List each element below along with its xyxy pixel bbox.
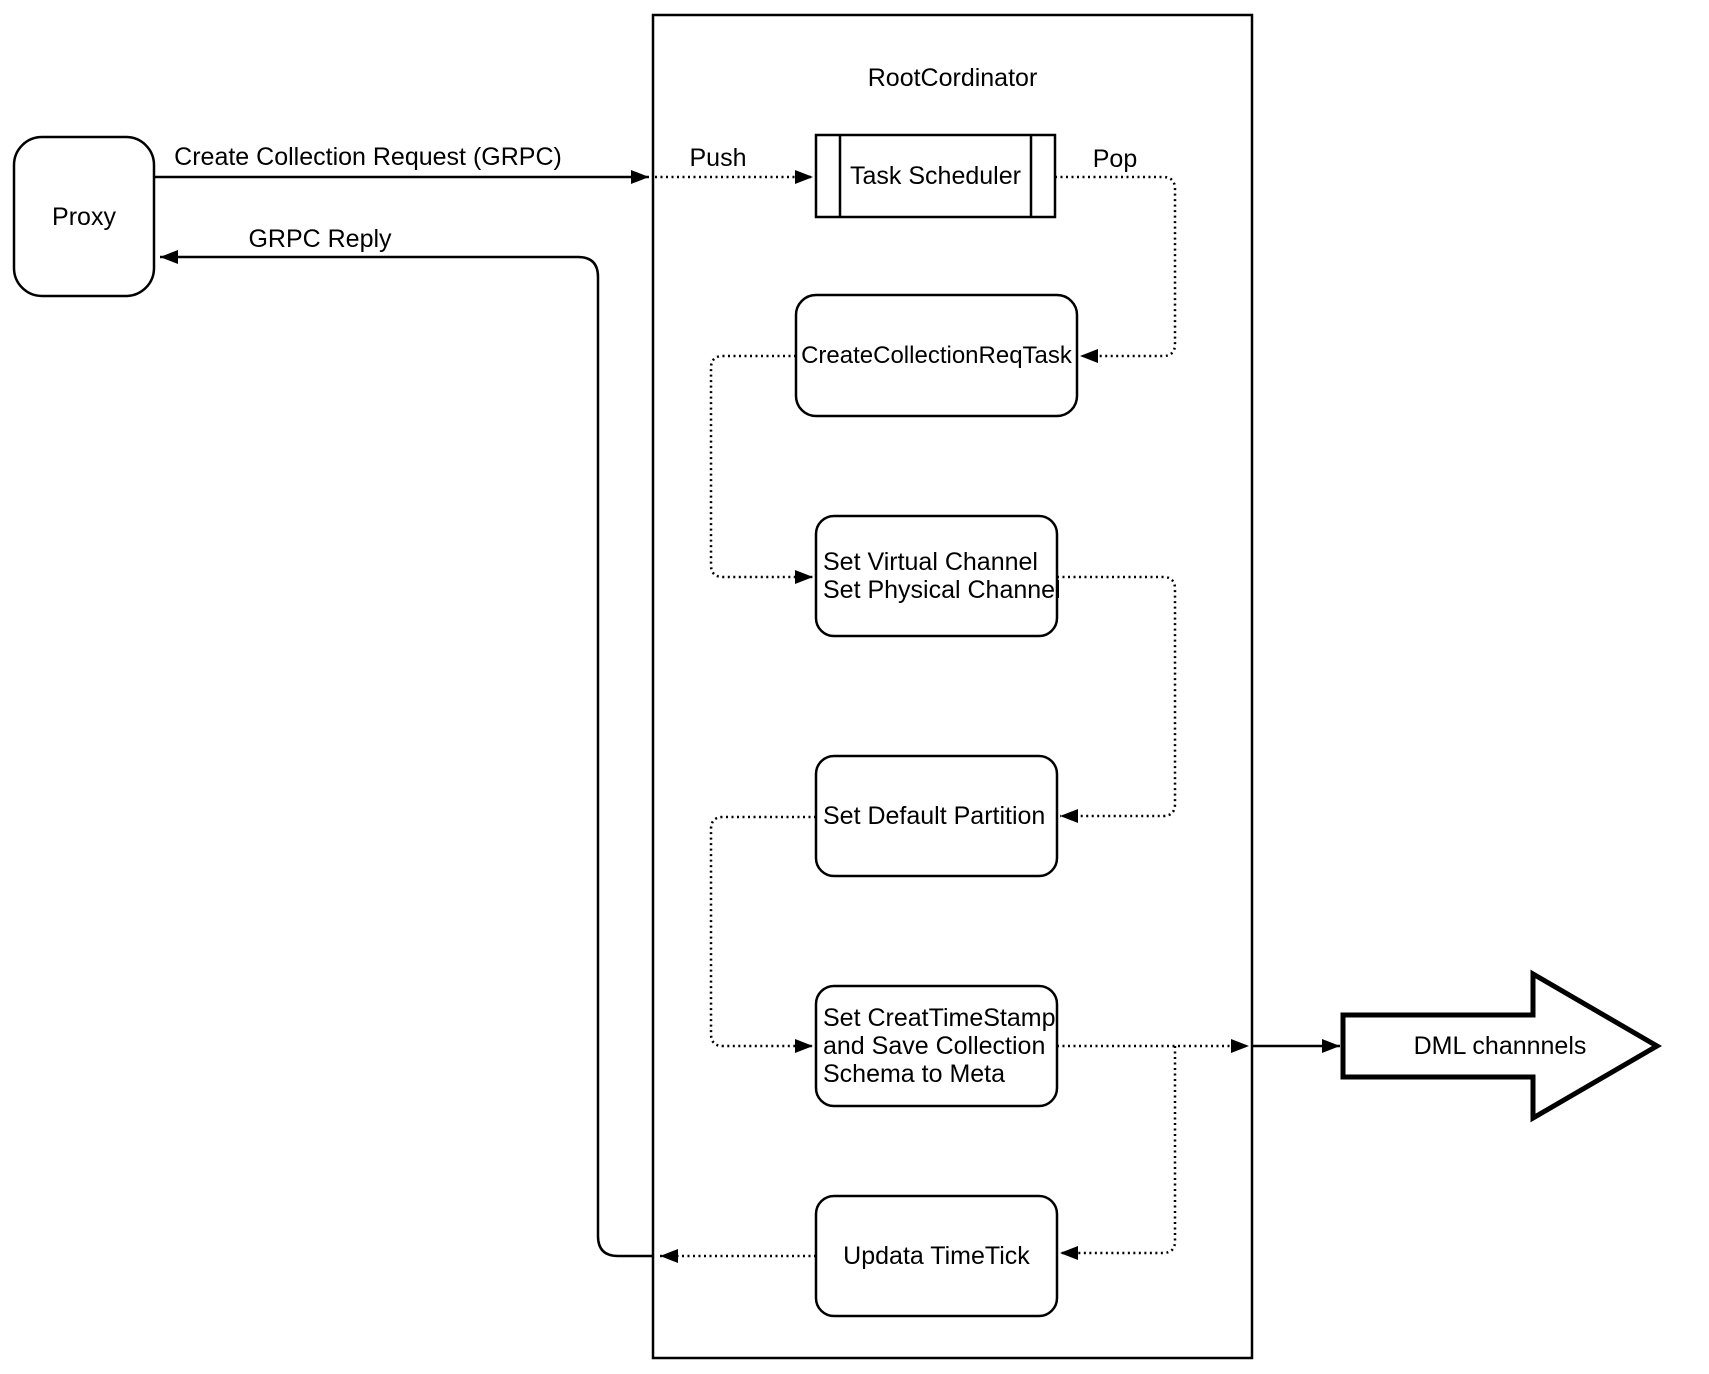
- create-collection-req-task-label: CreateCollectionReqTask: [801, 341, 1072, 369]
- setdefault-to-settimestamp-edge: [709, 815, 816, 1053]
- push-label: Push: [689, 144, 747, 172]
- proxy-label: Proxy: [52, 202, 116, 231]
- set-default-partition-label: Set Default Partition: [823, 802, 1046, 830]
- dml-channels-arrow: [1340, 969, 1662, 1123]
- grpc-reply-edge: [160, 250, 653, 1258]
- reqtask-to-setchannels-edge: [709, 354, 813, 584]
- grpc-reply-label: GRPC Reply: [248, 225, 392, 253]
- pop-label: Pop: [1092, 145, 1138, 173]
- setchannels-to-setdefault-edge: [1057, 575, 1177, 823]
- set-creat-timestamp-line-3: Schema to Meta: [823, 1060, 1006, 1088]
- proxy-box: [12, 135, 156, 298]
- settimestamp-to-updatetimetick-edge: [1060, 1046, 1177, 1260]
- set-creat-timestamp-line-2: and Save Collection: [823, 1032, 1046, 1060]
- set-channels-line-1: Set Virtual Channel: [823, 548, 1038, 576]
- rootcoordinator-box: [651, 13, 1254, 1360]
- set-creat-timestamp-line-1: Set CreatTimeStamp: [823, 1004, 1056, 1032]
- rootcoordinator-title: RootCordinator: [867, 64, 1038, 92]
- set-channels-line-2: Set Physical Channel: [823, 576, 1061, 604]
- create-collection-request-label: Create Collection Request (GRPC): [174, 143, 562, 171]
- dml-channels-label: DML channnels: [1413, 1032, 1587, 1060]
- updata-timetick-label: Updata TimeTick: [843, 1242, 1030, 1270]
- set-creat-timestamp-label: Set CreatTimeStamp and Save Collection S…: [816, 986, 1057, 1106]
- task-scheduler-box: [814, 133, 1057, 219]
- task-scheduler-label: Task Scheduler: [850, 162, 1021, 190]
- pop-edge: [1055, 175, 1177, 363]
- set-channels-label: Set Virtual Channel Set Physical Channel: [816, 516, 1061, 636]
